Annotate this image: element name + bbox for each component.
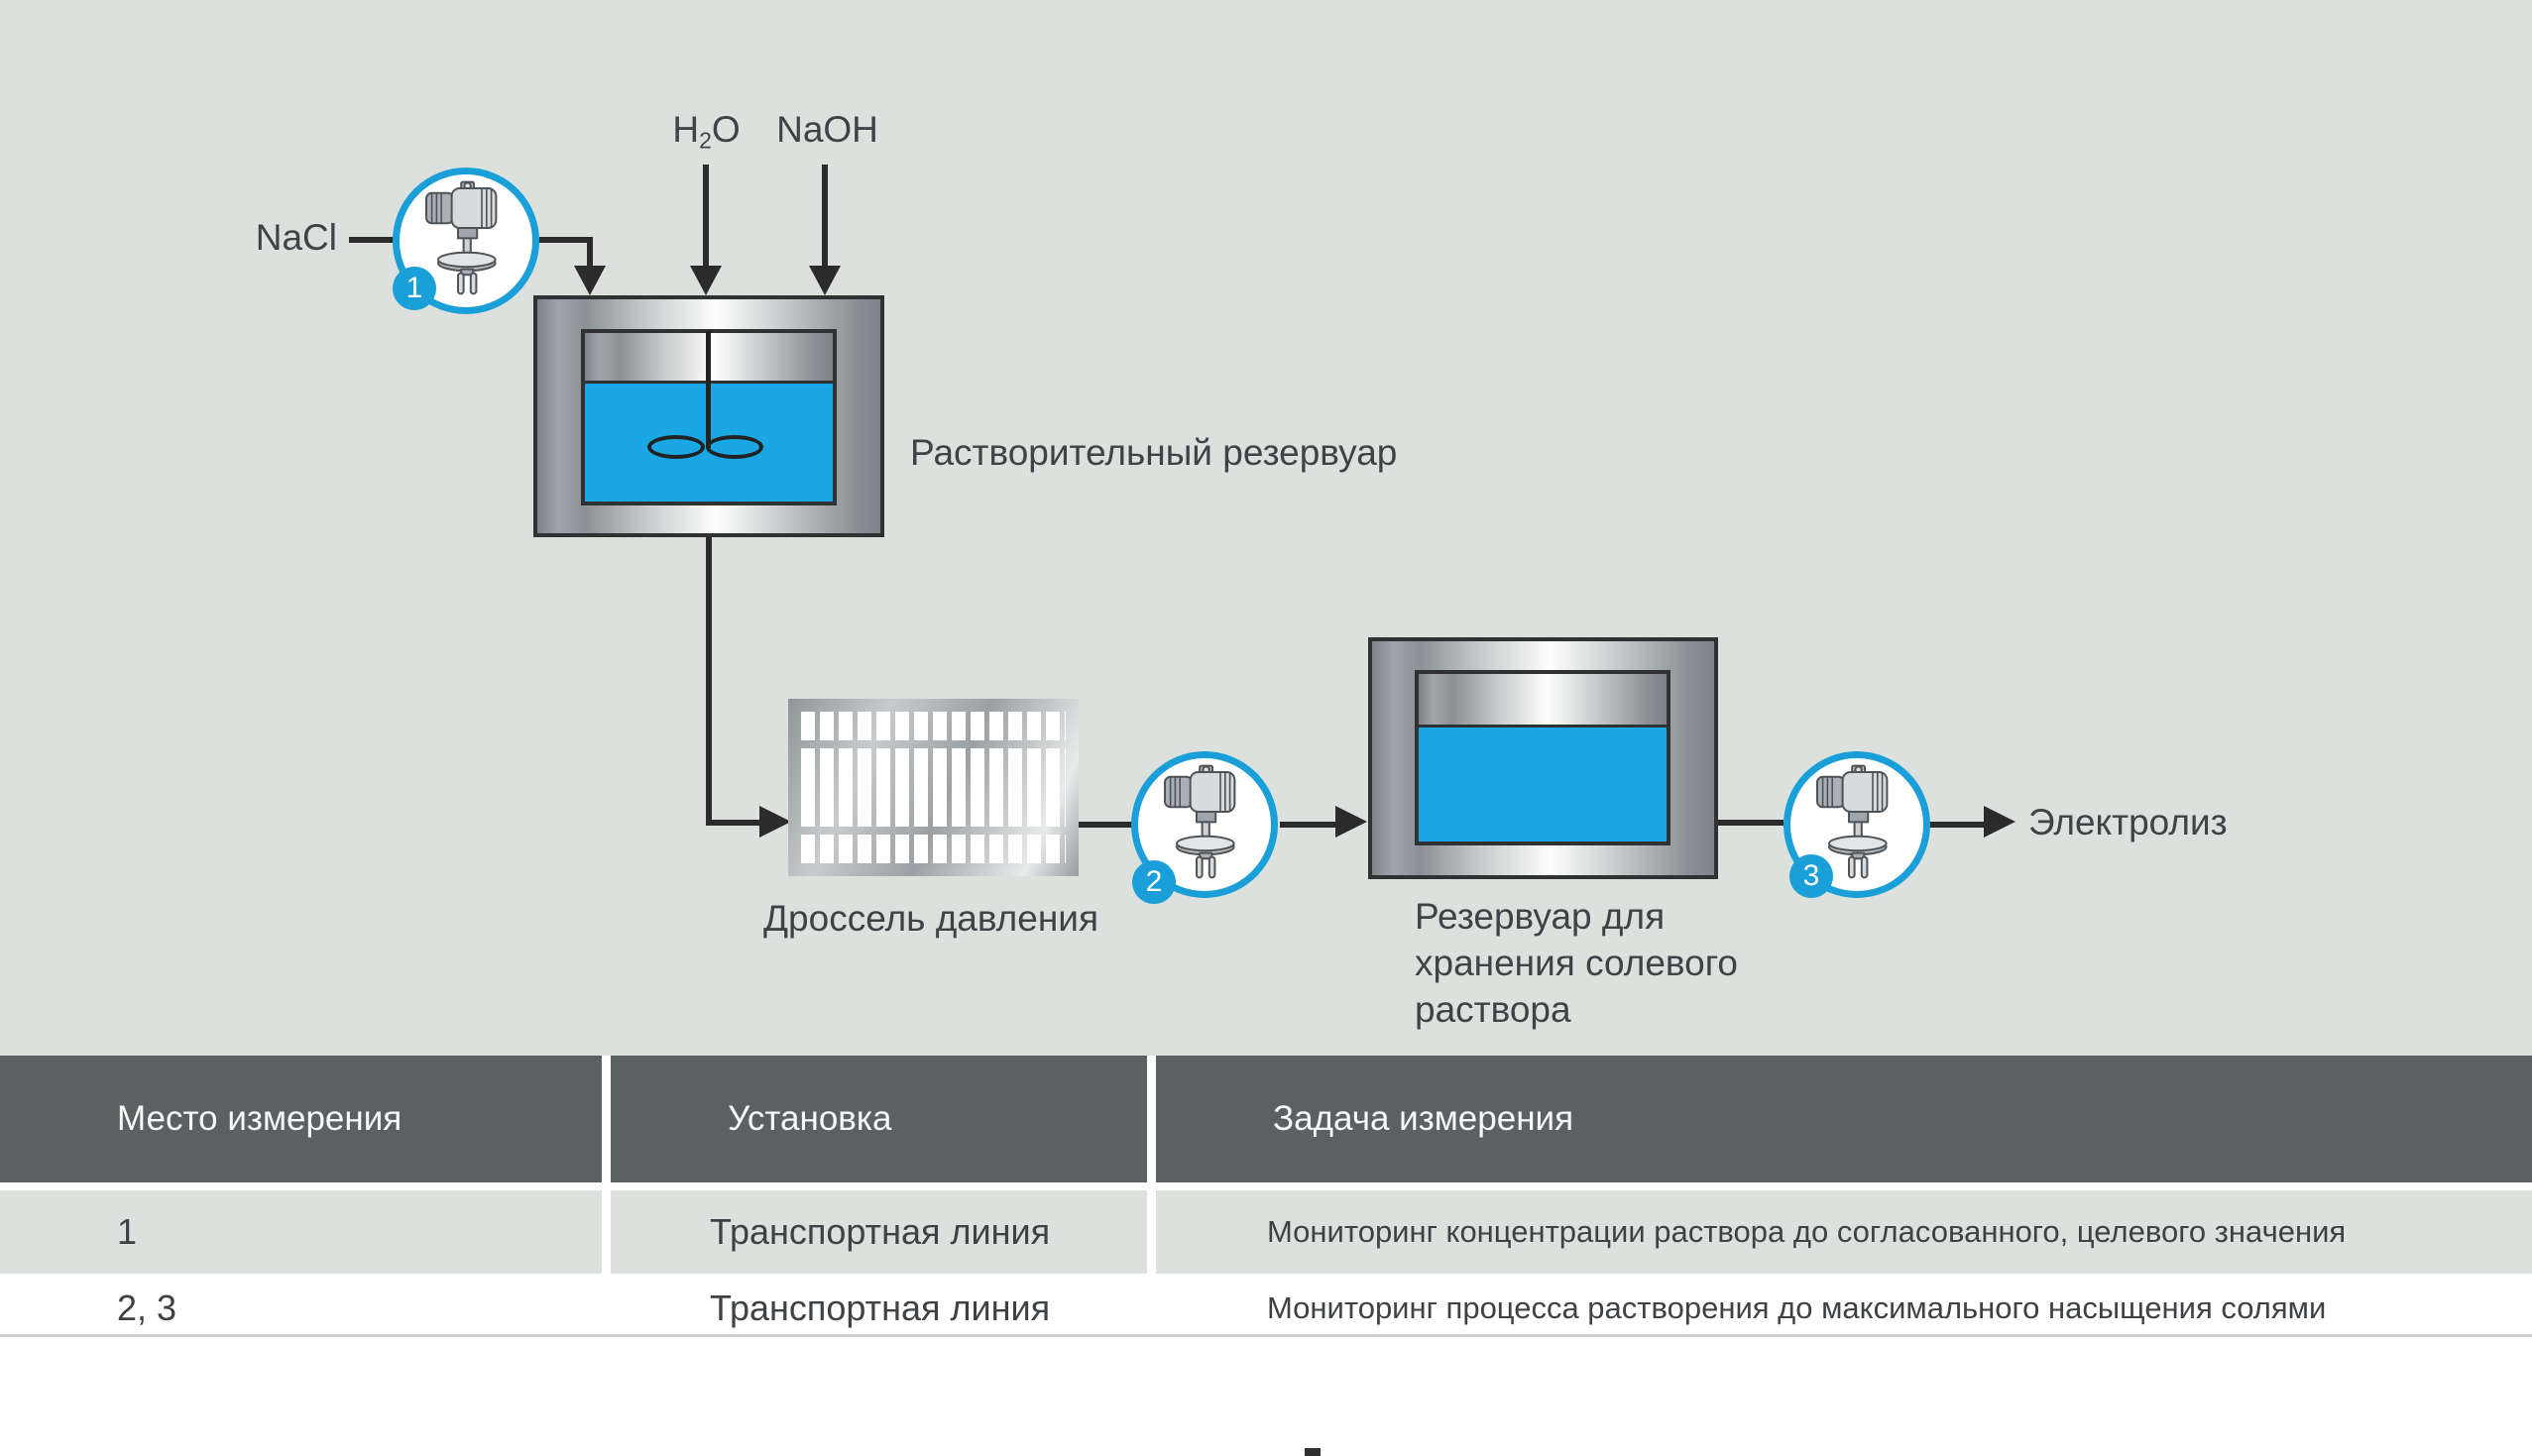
pressure-throttle [788,699,1079,876]
pipe-storage-to-sensor3 [1718,820,1784,826]
storage-tank-label: Резервуар для хранения солевого раствора [1415,893,1841,1033]
flow-arrow-h2o-into-tank [690,266,722,295]
stirrer-blade-left [647,435,705,459]
measuring-point-1-badge: 1 [393,267,436,310]
storage-tank-label-line3: раствора [1415,989,1571,1030]
h2o-tail: O [711,109,741,150]
flow-arrow-into-throttle [759,806,791,838]
measuring-point-3: 3 [1784,751,1930,898]
table-row2-place: 2, 3 [0,1282,602,1334]
pipe-nacl-corner-down [587,237,593,271]
table-bottom-border [0,1334,2532,1337]
throttle-grid-top [801,712,1066,740]
feed-label-nacl: NaCl [255,217,337,258]
stirrer-shaft [706,331,711,448]
table-header-installation: Установка [611,1056,1147,1182]
pipe-sensor3-out [1930,822,1986,828]
pipe-naoh-down [822,165,828,268]
storage-tank-label-line1: Резервуар для [1415,896,1666,937]
table-row2-installation: Транспортная линия [611,1282,1147,1334]
table-header-task: Задача измерения [1156,1056,2532,1182]
pipe-nacl-to-sensor1 [349,237,397,243]
pipe-sensor1-to-tank [539,237,593,243]
table-row1-installation: Транспортная линия [611,1190,1147,1274]
h2o-base: H [672,109,700,150]
storage-tank-liquid [1419,728,1667,841]
measuring-point-2: 2 [1131,751,1278,904]
storage-tank-vessel [1415,670,1670,845]
throttle-grid-bottom [801,835,1066,863]
measurement-table: Место измерения Установка Задача измерен… [0,1056,2532,1334]
feed-label-h2o: H2O [625,109,788,154]
pipe-h2o-down [703,165,709,268]
h2o-subscript: 2 [699,127,712,154]
pipe-throttle-to-sensor2 [1079,822,1134,828]
flow-arrow-nacl-into-tank [574,266,606,295]
table-row1-place: 1 [0,1190,602,1274]
page-footer-mark [1305,1448,1321,1456]
flow-arrow-into-storage-tank [1335,806,1367,838]
dissolving-tank-label: Растворительный резервуар [910,432,1398,473]
feed-label-naoh: NaOH [776,109,878,150]
measuring-point-2-badge: 2 [1132,860,1176,904]
throttle-grid-middle [801,748,1066,827]
pipe-tank-down [706,537,712,826]
process-diagram: NaCl H2O NaOH Растворительный резервуар [0,0,2532,1056]
storage-tank-label-line2: хранения солевого [1415,943,1739,983]
table-row2-task: Мониторинг процесса растворения до макси… [1156,1282,2532,1334]
storage-tank-headspace [1419,674,1667,728]
pipe-to-throttle [706,820,763,826]
table-row1-task: Мониторинг концентрации раствора до согл… [1156,1190,2532,1274]
stirrer-blade-right [706,435,763,459]
pressure-throttle-label: Дроссель давления [763,898,1098,939]
flow-arrow-naoh-into-tank [809,266,841,295]
flow-arrow-to-electrolysis [1984,806,2015,838]
pipe-sensor2-to-storage [1280,822,1335,828]
table-header-place: Место измерения [0,1056,602,1182]
density-sensor-icon [1157,763,1252,884]
electrolysis-label: Электролиз [2028,802,2228,842]
measuring-point-1: 1 [393,168,539,314]
measuring-point-3-badge: 3 [1789,854,1833,898]
